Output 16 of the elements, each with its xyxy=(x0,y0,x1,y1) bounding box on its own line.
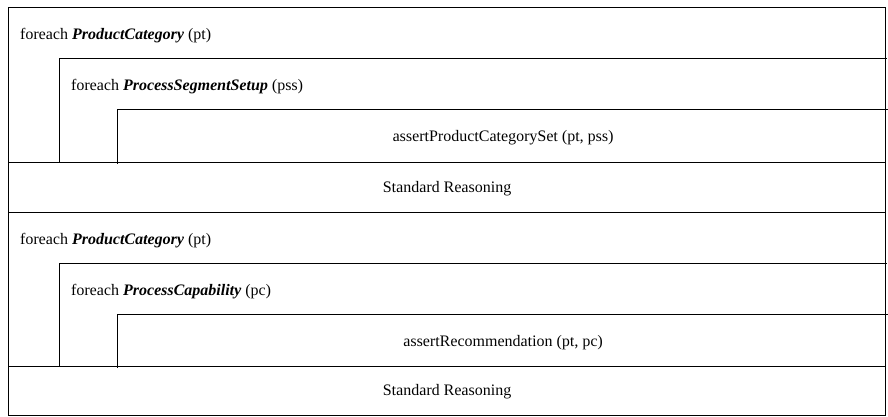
loop-header: foreach ProductCategory (pt) xyxy=(20,230,212,250)
statement-text: assertProductCategorySet (pt, pss) xyxy=(392,127,614,147)
statement-box xyxy=(8,366,886,416)
statement-text: assertRecommendation (pt, pc) xyxy=(403,332,603,352)
loop-block xyxy=(59,263,887,367)
statement-box xyxy=(117,109,888,164)
loop-header: foreach ProcessSegmentSetup (pss) xyxy=(71,76,303,96)
statement-text: Standard Reasoning xyxy=(382,178,512,198)
loop-header: foreach ProcessCapability (pc) xyxy=(71,281,271,301)
statement-box xyxy=(117,314,888,368)
loop-block xyxy=(8,212,886,366)
loop-block xyxy=(8,7,886,162)
loop-block xyxy=(59,58,887,163)
loop-header: foreach ProductCategory (pt) xyxy=(20,25,212,45)
statement-text: Standard Reasoning xyxy=(382,381,512,401)
statement-box xyxy=(8,162,886,212)
